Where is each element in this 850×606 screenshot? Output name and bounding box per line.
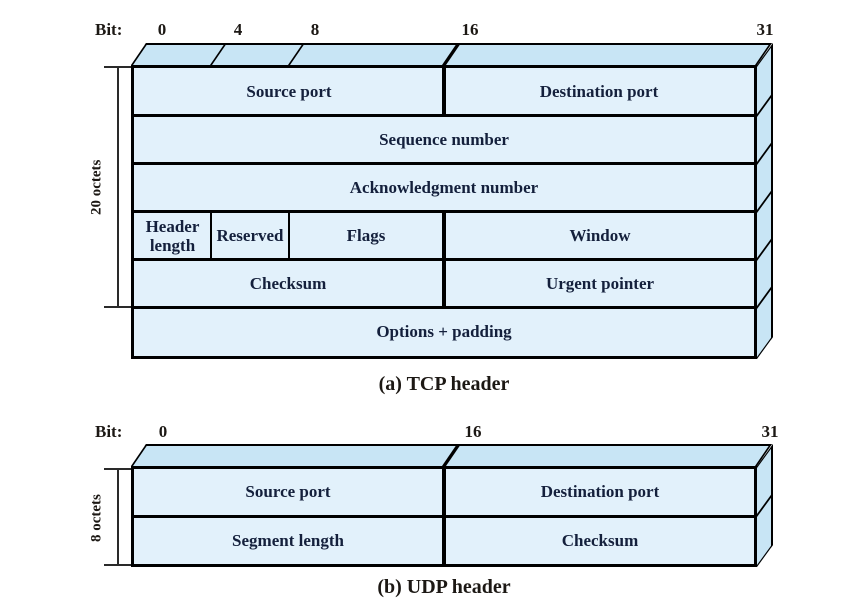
tcp-box-front-face: Source port Destination port Sequence nu… [131, 65, 757, 359]
tcp-side-row-edge [757, 238, 771, 261]
udp-bit-prefix-label: Bit: [95, 422, 123, 441]
udp-side-row-edge [757, 494, 771, 517]
udp-field-source-port: Source port [245, 482, 331, 502]
tcp-field-urgent-pointer: Urgent pointer [545, 274, 655, 294]
tcp-octet-bracket-cap-top [104, 66, 131, 68]
tcp-octet-bracket-cap-bottom [104, 306, 131, 308]
udp-octets-label: 8 octets [88, 494, 105, 542]
tcp-field-sequence-number: Sequence number [379, 130, 509, 150]
udp-octet-bracket-cap-bottom [104, 564, 131, 566]
tcp-row-divider [134, 162, 754, 165]
tcp-bit16-divider-row1 [442, 68, 446, 117]
udp-field-checksum: Checksum [561, 531, 639, 551]
tcp-box-top-face [131, 43, 773, 65]
tcp-bit-prefix-label: Bit: [95, 20, 123, 39]
udp-box-top-face [131, 444, 773, 466]
tcp-field-destination-port: Destination port [539, 82, 659, 102]
tcp-field-checksum: Checksum [249, 274, 327, 294]
tcp-octet-bracket-line [117, 67, 119, 308]
udp-bit-tick-31: 31 [761, 422, 779, 441]
tcp-bit16-divider-rows45 [442, 210, 446, 309]
tcp-bit-tick-0: 0 [157, 20, 167, 39]
tcp-side-row-edge [757, 190, 771, 213]
tcp-octets-label: 20 octets [88, 159, 105, 216]
tcp-bit-tick-31: 31 [756, 20, 774, 39]
tcp-field-source-port: Source port [246, 82, 332, 102]
udp-box-side-face [757, 443, 773, 567]
udp-bit-tick-16: 16 [464, 422, 482, 441]
tcp-field-flags: Flags [346, 226, 386, 246]
tcp-bit4-divider [210, 210, 212, 261]
tcp-bit8-divider [288, 210, 290, 261]
tcp-field-window: Window [569, 226, 631, 246]
tcp-top-tick-bit16 [442, 45, 460, 65]
udp-bit-tick-0: 0 [158, 422, 168, 441]
tcp-bit-tick-4: 4 [233, 20, 243, 39]
tcp-field-header-length: Header length [145, 216, 200, 255]
tcp-side-row-edge [757, 142, 771, 165]
tcp-field-options-padding: Options + padding [376, 322, 512, 342]
udp-caption: (b) UDP header [377, 576, 511, 598]
tcp-side-row-edge [757, 94, 771, 117]
tcp-side-row-edge [757, 286, 771, 309]
udp-octet-bracket-cap-top [104, 468, 131, 470]
tcp-field-ack-number: Acknowledgment number [349, 178, 539, 198]
tcp-bit-tick-16: 16 [461, 20, 479, 39]
udp-top-tick-bit16 [442, 446, 460, 466]
tcp-field-reserved: Reserved [216, 226, 284, 246]
udp-field-segment-length: Segment length [232, 531, 344, 551]
udp-bit16-divider [442, 469, 446, 564]
tcp-caption: (a) TCP header [378, 373, 510, 395]
udp-octet-bracket-line [117, 470, 119, 566]
tcp-box-side-face [757, 42, 773, 359]
tcp-top-tick-bit4 [210, 45, 226, 65]
tcp-top-tick-bit8 [288, 45, 304, 65]
udp-box-front-face: Source port Destination port Segment len… [131, 466, 757, 567]
tcp-bit-tick-8: 8 [310, 20, 320, 39]
udp-field-destination-port: Destination port [540, 482, 660, 502]
